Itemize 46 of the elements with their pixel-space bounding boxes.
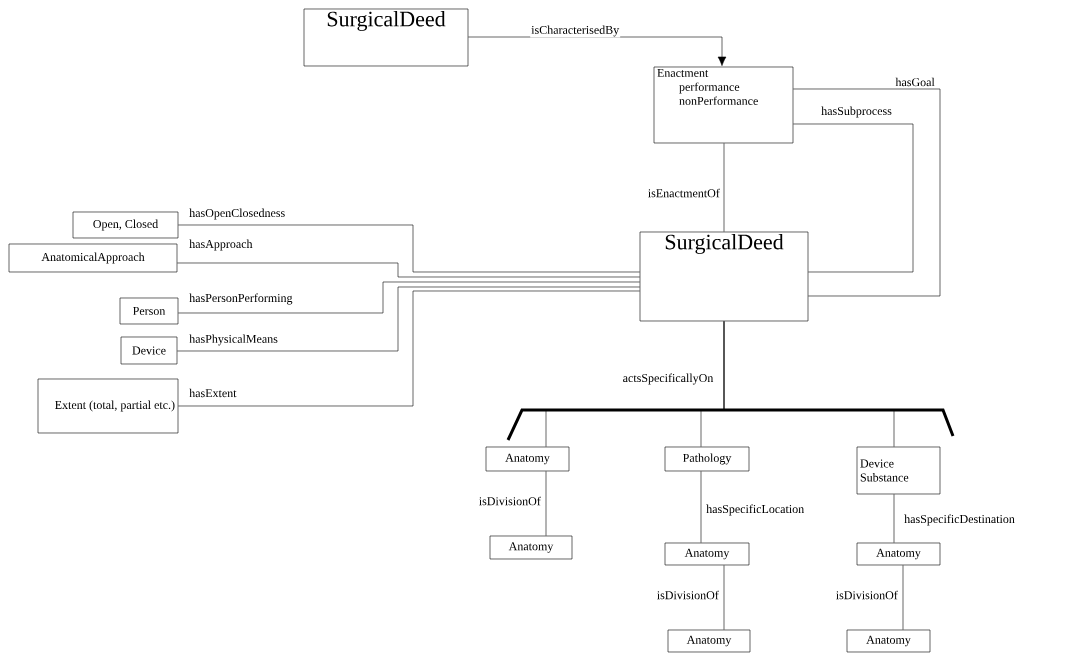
edge-label: hasPersonPerforming (188, 292, 294, 306)
connector (178, 224, 640, 273)
concept-box: Enactment performance nonPerformance (653, 66, 794, 144)
concept-box: AnatomicalApproach (8, 243, 178, 273)
connector (793, 88, 941, 297)
concept-box: Anatomy (856, 542, 941, 566)
concept-box: Anatomy (846, 629, 931, 653)
edge-label: hasOpenClosedness (188, 207, 287, 221)
connector (177, 262, 640, 278)
concept-box: Anatomy (664, 542, 750, 566)
concept-box: Anatomy (489, 535, 573, 560)
edge-label: hasSubprocess (820, 105, 893, 119)
connector (793, 123, 914, 273)
concept-box: SurgicalDeed (303, 8, 469, 67)
edge-label: isDivisionOf (477, 495, 542, 507)
edge-label: hasPhysicalMeans (188, 333, 279, 347)
connector (723, 565, 725, 630)
connector (723, 143, 725, 232)
concept-box: Anatomy (485, 446, 570, 472)
edge-label: isDivisionOf (834, 589, 899, 601)
concept-box: Device Substance (856, 446, 941, 495)
connector (700, 471, 702, 543)
edge-label: hasApproach (188, 238, 254, 252)
concept-box: Device (120, 336, 178, 365)
connector (468, 36, 727, 66)
edge-label: isEnactmentOf (646, 187, 721, 199)
connector (893, 494, 895, 543)
concept-box: Person (119, 297, 179, 325)
edge-label: isDivisionOf (655, 589, 720, 601)
concept-box: Pathology (664, 446, 750, 472)
concept-box: Open, Closed (72, 211, 179, 239)
edge-label: isCharacterisedBy (530, 24, 621, 38)
edge-label: hasSpecificLocation (705, 503, 806, 517)
edge-label: hasGoal (894, 76, 936, 88)
connector (723, 321, 895, 447)
concept-box: Extent (total, partial etc.) (37, 378, 179, 434)
connector (178, 281, 640, 314)
connector (902, 565, 904, 630)
edge-label: hasExtent (188, 387, 238, 399)
concept-box: Anatomy (667, 629, 751, 653)
edge-label: hasSpecificDestination (903, 513, 1016, 527)
connector (178, 290, 640, 407)
concept-box: SurgicalDeed (639, 231, 809, 322)
edge-label: actsSpecificallyOn (621, 372, 715, 386)
connector (177, 286, 640, 352)
connector (545, 471, 547, 536)
